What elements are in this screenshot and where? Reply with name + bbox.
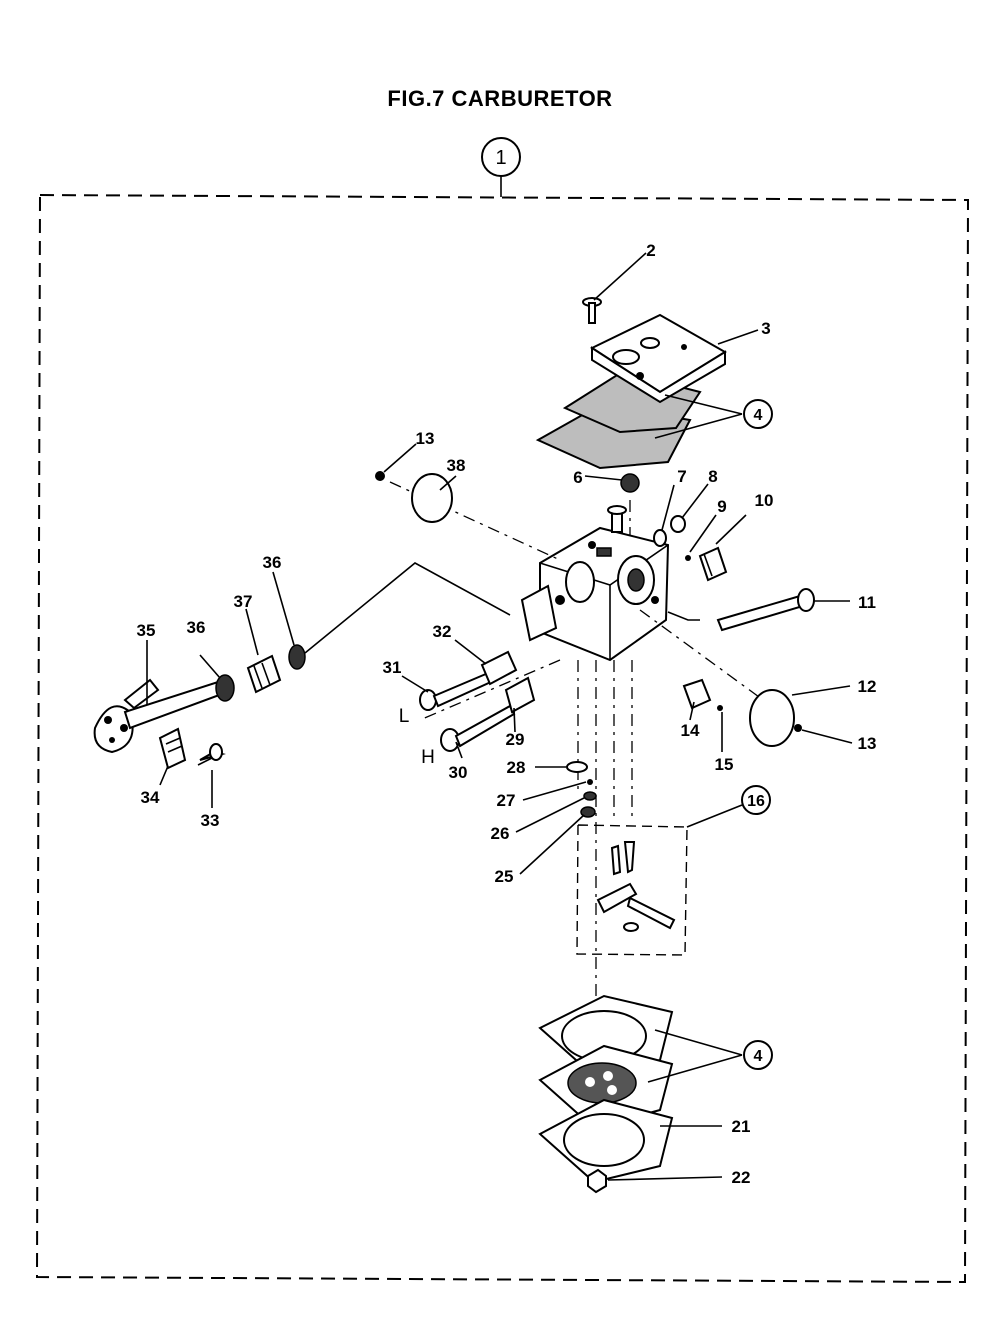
callout-22: 22 [732,1168,751,1187]
callout-38: 38 [447,456,466,475]
callout-2: 2 [646,241,655,260]
high-adjust-label: H [421,747,435,768]
diaphragm-assembly [538,994,674,1194]
callout-4-top: 4 [743,399,773,429]
throttle-shaft-35 [93,678,224,754]
callout-13-left: 13 [416,429,435,448]
low-adjust-label: L [399,706,410,727]
callout-34: 34 [141,788,160,807]
svg-text:16: 16 [747,793,765,810]
callout-13-right: 13 [858,734,877,753]
callout-32: 32 [433,622,452,641]
callout-10: 10 [755,491,774,510]
callout-29: 29 [506,730,525,749]
inlet-needle-kit-16 [576,804,743,956]
choke-shaft-11 [667,588,815,632]
callout-26: 26 [491,824,510,843]
callout-1: 1 [481,137,521,197]
callout-27: 27 [497,791,516,810]
mixture-needles [419,650,536,752]
callout-21: 21 [732,1117,751,1136]
callout-33: 33 [201,811,220,830]
callout-6: 6 [573,468,582,487]
callout-8: 8 [708,467,717,486]
leader-lines [146,252,853,1181]
svg-text:1: 1 [495,147,506,169]
callout-9: 9 [717,497,726,516]
callout-28: 28 [507,758,526,777]
inlet-parts [620,473,728,582]
choke-parts-12-15 [682,678,802,747]
callout-3: 3 [761,319,770,338]
screw-2 [582,297,602,324]
assembly-boundary [35,193,970,1284]
carburetor-body [520,505,670,662]
needle-valve-parts [566,761,597,818]
callout-15: 15 [715,755,734,774]
callout-16: 16 [741,785,771,815]
callout-36-left: 36 [187,618,206,637]
callout-14: 14 [681,721,700,740]
spring-washers [215,562,511,702]
callout-31: 31 [383,658,402,677]
callout-12: 12 [858,677,877,696]
callout-7: 7 [677,467,686,486]
screw-22 [587,1168,607,1194]
svg-text:4: 4 [754,407,763,424]
callout-4-bottom: 4 [743,1040,773,1070]
callout-30: 30 [449,763,468,782]
callout-11: 11 [858,593,876,612]
choke-plate-38 [375,471,453,523]
callout-37: 37 [234,592,253,611]
figure-title: FIG.7 CARBURETOR [387,86,613,111]
callout-35: 35 [137,621,156,640]
svg-text:4: 4 [754,1048,763,1065]
pump-cover-assembly [535,297,727,470]
part-number-labels: 2 3 6 7 8 9 10 11 12 13 13 38 36 37 36 3… [137,241,877,1187]
callout-36-right: 36 [263,553,282,572]
callout-25: 25 [495,867,514,886]
idle-screw-33-34 [158,727,226,770]
